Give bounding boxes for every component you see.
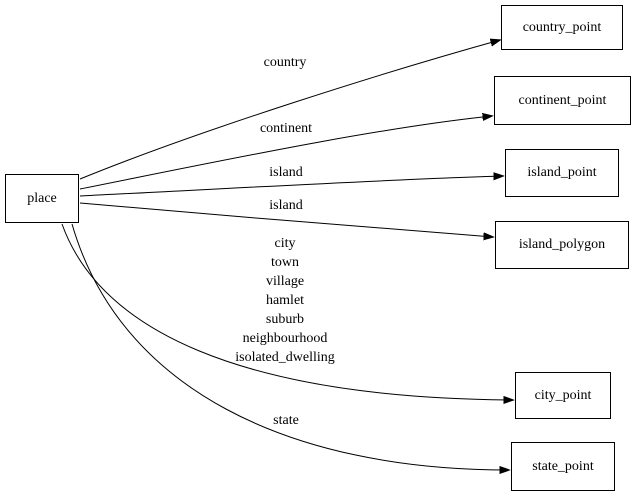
- node-island-point: island_point: [505, 149, 619, 197]
- edge-label-hamlet: hamlet: [265, 293, 305, 308]
- edge-label-city: city: [274, 236, 296, 251]
- edge-label-village: village: [265, 274, 305, 289]
- edge-label-state: state: [273, 413, 299, 428]
- edge-label-continent: continent: [259, 121, 313, 136]
- edge-label-city-group: city town village hamlet suburb neighbou…: [235, 234, 335, 367]
- edge-label-town: town: [270, 255, 299, 270]
- edge-place-country-point: [79, 40, 500, 180]
- edge-label-country: country: [263, 55, 307, 70]
- edge-label-isolated-dwelling: isolated_dwelling: [235, 350, 335, 365]
- edge-place-continent-point: [79, 116, 492, 190]
- edge-label-island-point: island: [269, 165, 303, 180]
- node-city-point: city_point: [515, 372, 611, 419]
- node-place: place: [5, 174, 79, 223]
- edge-label-suburb: suburb: [265, 312, 305, 327]
- edge-place-island-point: [79, 176, 503, 197]
- edge-label-neighbourhood: neighbourhood: [242, 331, 328, 346]
- node-island-polygon: island_polygon: [495, 221, 629, 269]
- edge-place-island-polygon: [79, 202, 493, 237]
- edge-place-city-point: [61, 223, 513, 400]
- edge-label-island-polygon: island: [269, 198, 303, 213]
- node-continent-point: continent_point: [494, 76, 631, 125]
- node-state-point: state_point: [511, 442, 615, 491]
- node-country-point: country_point: [501, 5, 623, 50]
- edge-place-state-point: [71, 223, 509, 470]
